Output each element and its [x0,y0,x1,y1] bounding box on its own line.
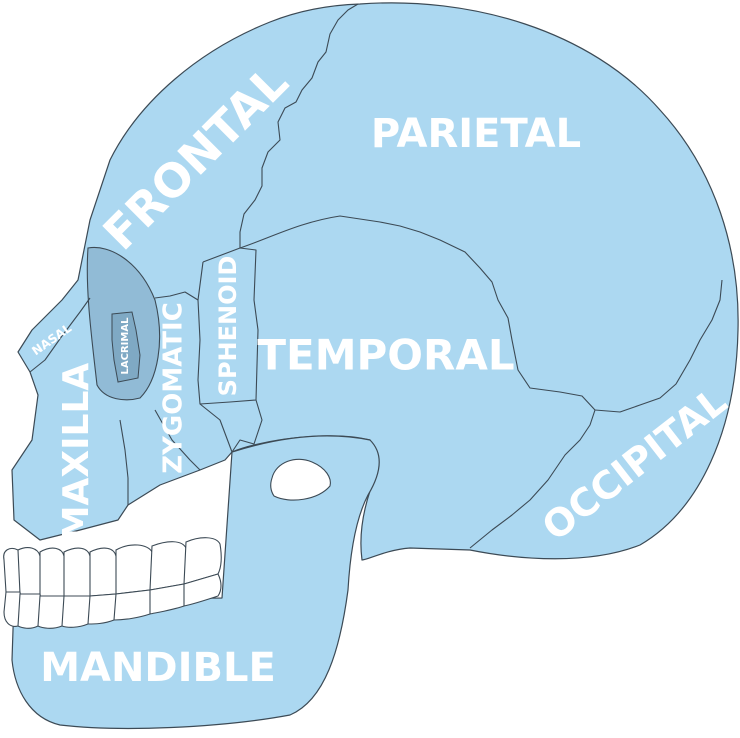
upper-tooth [89,547,119,597]
label-zygomatic: ZYGOMATIC [159,302,189,474]
lacrimal-shape [111,311,141,383]
label-parietal: PARIETAL [371,111,581,157]
cranium-shape [11,2,739,561]
sphenoid-border [197,247,259,405]
lower-tooth [61,595,92,628]
mandibular-notch [270,458,331,501]
temporal-lower-border [231,399,263,453]
occipitomastoid-suture [469,409,596,549]
coronal-suture [239,3,359,248]
zygomatic-border [119,291,233,505]
lower-tooth [183,573,222,607]
upper-tooth [115,544,154,595]
upper-tooth [63,547,93,597]
lower-tooth [87,593,118,625]
label-temporal: TEMPORAL [257,331,514,380]
squamosal-suture [239,215,596,411]
label-maxilla: MAXILLA [56,363,97,542]
upper-tooth [183,537,222,585]
nasal-border [29,297,91,373]
upper-tooth [149,541,188,591]
upper-teeth [3,537,222,597]
lower-teeth [3,573,222,629]
label-mandible: MANDIBLE [40,645,276,691]
label-sphenoid: SPHENOID [214,256,242,397]
lambdoid-suture [594,279,723,413]
label-lacrimal: LACRIMAL [120,317,131,375]
lower-tooth [37,595,66,629]
upper-tooth [17,547,43,595]
mandible-shape [11,435,380,730]
upper-tooth [39,547,67,597]
